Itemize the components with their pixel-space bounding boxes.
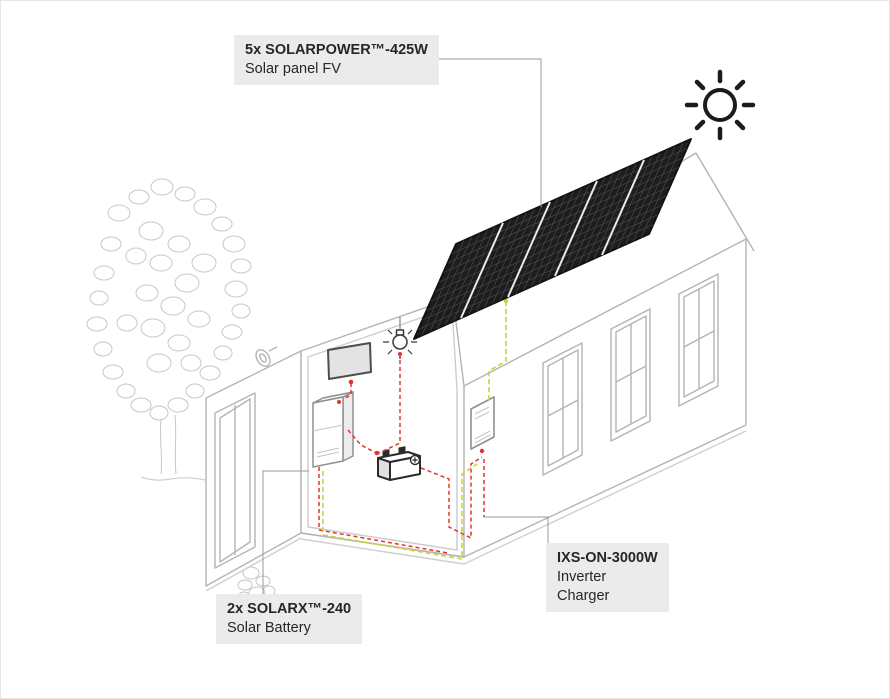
dc-wire-tv (342, 383, 352, 400)
inverter-wallbox-icon (470, 396, 495, 454)
facade-window-1 (542, 342, 583, 476)
dc-wire-nodes (348, 352, 402, 456)
dc-wiring (318, 353, 485, 554)
battery-cabinet-icon (312, 391, 354, 468)
facade-window-3 (678, 273, 719, 407)
facade-window-2 (610, 308, 651, 442)
battery-icon (377, 446, 421, 481)
lightbulb-icon (383, 317, 417, 359)
tv-screen-icon (327, 342, 372, 380)
battery-label: 2x SOLARX™-240 Solar Battery (216, 594, 363, 645)
solar-panel-desc: Solar panel FV (245, 61, 341, 78)
battery-plus-mark (412, 457, 418, 463)
house-illustration (205, 152, 755, 592)
solar-panel-model: 5x SOLARPOWER™-425W (245, 42, 428, 58)
ac-wire-panel-inverter (488, 301, 507, 401)
connector-inverter-label (484, 516, 549, 543)
far-roof-edge (695, 152, 755, 252)
solar-panel-array (413, 138, 692, 340)
ac-wire-node (503, 298, 509, 304)
connector-battery-label (262, 470, 309, 594)
left-wall-window (214, 392, 256, 569)
cabinet-led (337, 400, 341, 404)
connector-panel-label (428, 58, 542, 207)
inverter-desc-2: Charger (557, 588, 610, 605)
ac-wire-floor-loop (322, 463, 478, 560)
interior-equipment (312, 317, 495, 481)
inverter-led (479, 448, 485, 454)
sun-icon (684, 69, 756, 141)
battery-model: 2x SOLARX™-240 (227, 601, 352, 617)
dc-wire-battery-inverter (420, 456, 483, 540)
wall-lamp-icon (255, 346, 278, 367)
right-eave (463, 238, 747, 387)
inverter-desc-1: Inverter (557, 569, 607, 586)
label-connectors (262, 58, 549, 594)
solar-panel-label: 5x SOLARPOWER™-425W Solar panel FV (234, 35, 439, 86)
dc-wire-bulb (378, 353, 401, 454)
dc-wire-floor (318, 467, 449, 554)
battery-desc: Solar Battery (227, 620, 311, 637)
dc-wire-cabinet-battery (347, 429, 377, 454)
panel-cell-grid (418, 142, 687, 336)
ac-wiring (322, 301, 507, 560)
tree-trunk (140, 414, 206, 481)
panel-dividers (460, 159, 645, 319)
inverter-model: IXS-ON-3000W (557, 550, 658, 566)
inverter-label: IXS-ON-3000W Inverter Charger (546, 543, 669, 613)
